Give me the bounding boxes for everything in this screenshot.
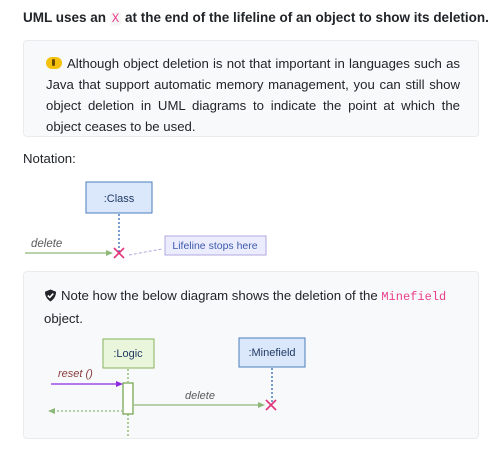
class-object-label: :Class bbox=[104, 193, 135, 205]
shield-icon bbox=[45, 289, 56, 302]
lightbulb-icon bbox=[46, 57, 62, 69]
reset-arrowhead bbox=[116, 381, 123, 387]
note-text-before: Note how the below diagram shows the del… bbox=[61, 288, 382, 303]
minefield-delete-x-icon bbox=[265, 399, 277, 411]
note-box: Note how the below diagram shows the del… bbox=[23, 271, 479, 439]
return-arrowhead bbox=[48, 408, 55, 414]
logic-object-label: :Logic bbox=[113, 348, 143, 360]
note-text-after: object. bbox=[44, 311, 83, 326]
minefield-object-label: :Minefield bbox=[248, 347, 295, 359]
minefield-object-box bbox=[238, 337, 306, 368]
delete-message-label: delete bbox=[31, 238, 62, 250]
reset-message-label: reset () bbox=[58, 368, 93, 380]
tip-text-body: Although object deletion is not that imp… bbox=[46, 56, 460, 134]
heading-after: at the end of the lifeline of an object … bbox=[121, 10, 489, 25]
lifeline-note-label: Lifeline stops here bbox=[172, 240, 257, 252]
heading-before: UML uses an bbox=[23, 10, 110, 25]
logic-object-box bbox=[102, 338, 155, 369]
notation-diagram: :Class delete Lifeline stops here bbox=[25, 181, 267, 259]
heading-code: X bbox=[109, 12, 122, 26]
class-object-box bbox=[85, 181, 153, 214]
minefield-diagram: :Logic :Minefield reset () delete bbox=[48, 337, 306, 437]
delete-x-icon bbox=[113, 247, 125, 259]
lifeline-note-box bbox=[164, 235, 267, 256]
notation-label: Notation: bbox=[23, 151, 76, 166]
delete-arrowhead-2 bbox=[258, 402, 265, 408]
heading: UML uses an X at the end of the lifeline… bbox=[23, 9, 489, 28]
logic-activation-bar bbox=[122, 382, 134, 415]
tip-box: Although object deletion is not that imp… bbox=[23, 40, 479, 137]
tip-text: Although object deletion is not that imp… bbox=[46, 53, 460, 137]
note-connector bbox=[128, 248, 163, 256]
delete-message-label-2: delete bbox=[185, 390, 215, 402]
note-code: Minefield bbox=[381, 290, 447, 304]
delete-arrowhead bbox=[106, 250, 113, 256]
note-text: Note how the below diagram shows the del… bbox=[44, 285, 464, 329]
